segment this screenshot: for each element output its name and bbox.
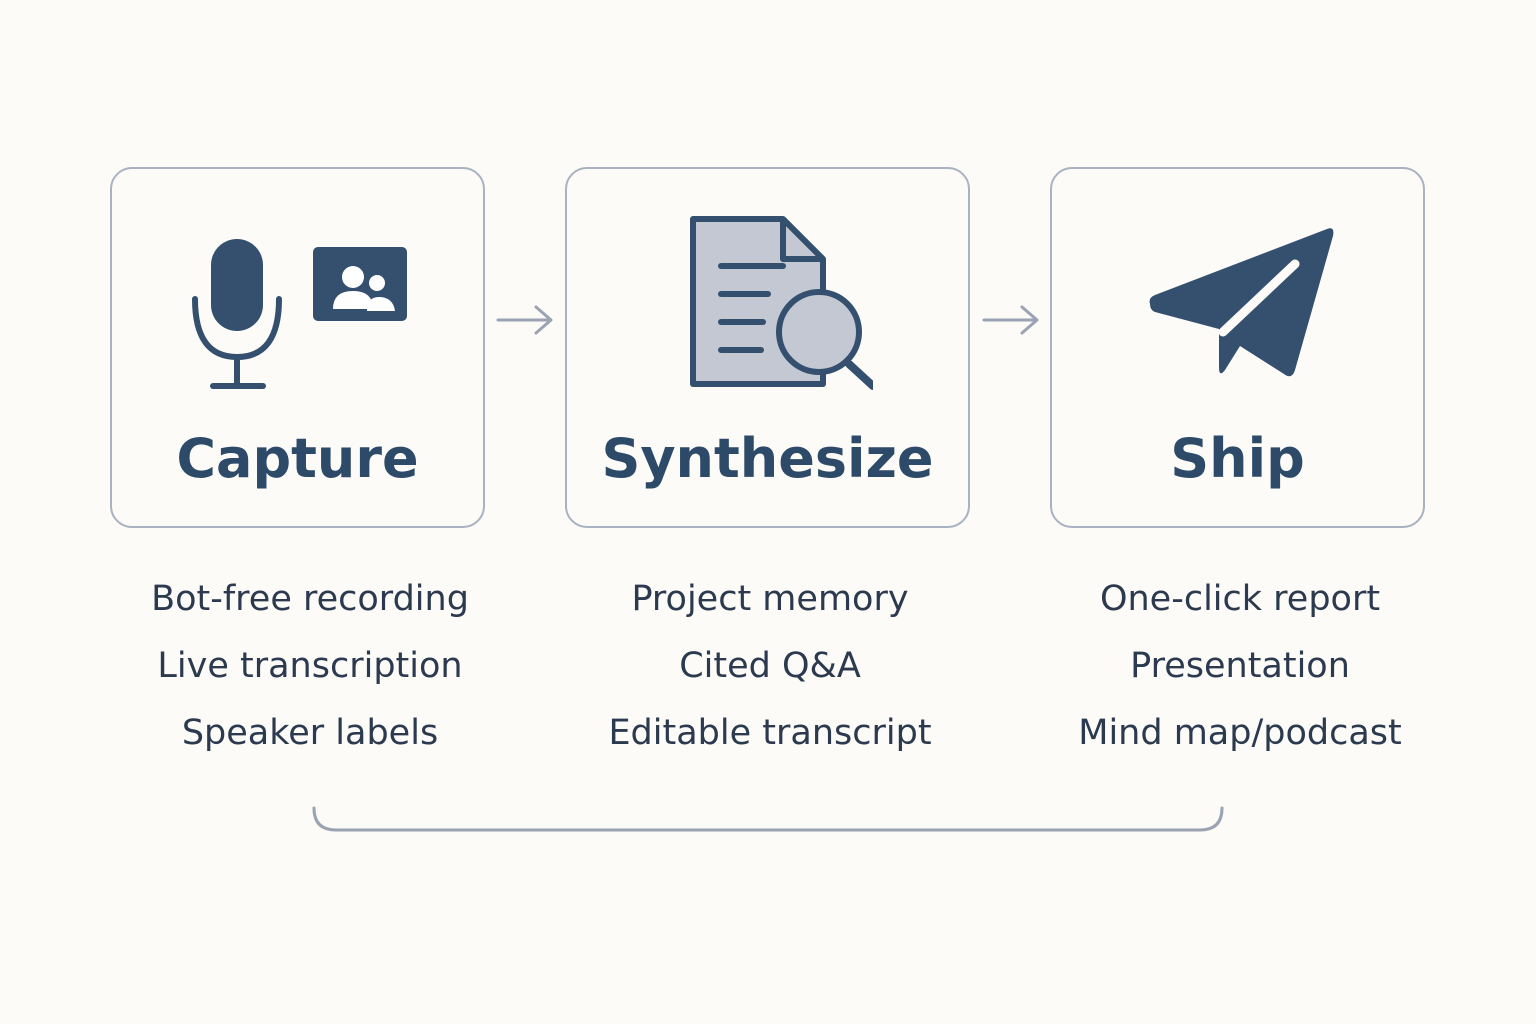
feature-item: Speaker labels: [181, 713, 439, 753]
feature-item: Project memory: [631, 579, 909, 619]
feature-item: Cited Q&A: [679, 646, 861, 686]
feature-item: Presentation: [1130, 646, 1350, 686]
step-title-capture: Capture: [176, 427, 419, 490]
step-card-synthesize: Synthesize: [565, 167, 970, 528]
bottom-bracket: [312, 806, 1224, 832]
step-title-synthesize: Synthesize: [601, 427, 934, 490]
step-card-capture: Capture: [110, 167, 485, 528]
capture-icon-group: [112, 209, 483, 399]
ship-icon-group: [1052, 209, 1423, 399]
document-search-icon: [689, 216, 873, 390]
paper-plane-icon: [1149, 228, 1333, 377]
feature-item: Live transcription: [157, 646, 463, 686]
step-card-ship: Ship: [1050, 167, 1425, 528]
feature-item: Mind map/podcast: [1078, 713, 1402, 753]
feature-list-capture: Bot-free recording Live transcription Sp…: [110, 566, 510, 767]
feature-item: One-click report: [1099, 579, 1381, 619]
arrow-right-icon: [496, 305, 553, 335]
synthesize-icon-group: [567, 209, 968, 399]
video-participants-icon: [312, 247, 407, 321]
feature-list-synthesize: Project memory Cited Q&A Editable transc…: [565, 566, 975, 767]
microphone-icon: [191, 239, 282, 389]
feature-list-ship: One-click report Presentation Mind map/p…: [1040, 566, 1440, 767]
feature-item: Editable transcript: [608, 713, 932, 753]
step-title-ship: Ship: [1170, 427, 1305, 490]
feature-item: Bot-free recording: [151, 579, 469, 619]
arrow-right-icon: [982, 305, 1039, 335]
